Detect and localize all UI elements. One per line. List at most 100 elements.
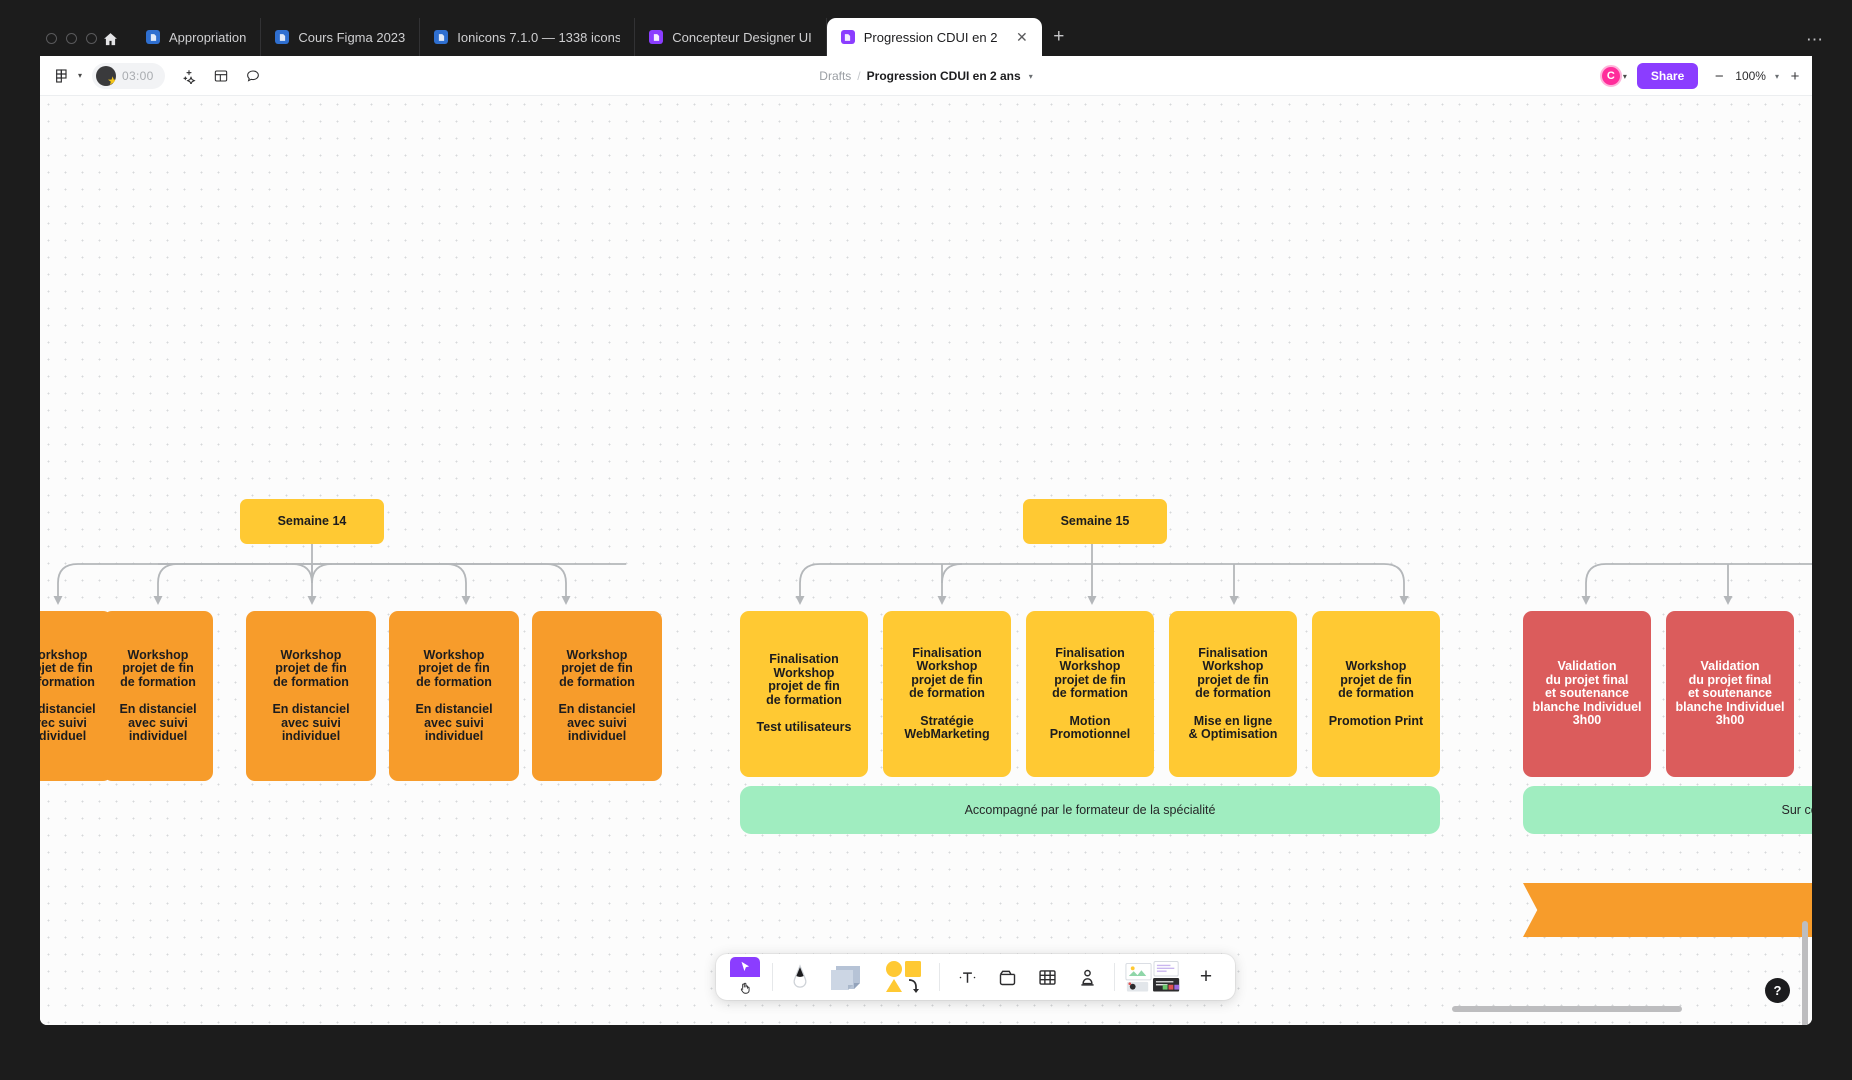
chevron-down-icon[interactable]: ▾ — [1622, 71, 1627, 81]
activity-card[interactable]: Finalisation Workshop projet de fin de f… — [1026, 611, 1154, 777]
more-tools-label: + — [1199, 965, 1213, 988]
chevron-down-icon[interactable]: ▾ — [1774, 71, 1779, 81]
horizontal-scrollbar[interactable] — [1452, 1006, 1682, 1012]
timer-widget[interactable]: ★ 03:00 — [92, 62, 165, 89]
info-banner[interactable]: Accompagné par le formateur de la spécia… — [740, 786, 1440, 834]
collaborators[interactable]: C ▾ — [1599, 65, 1627, 87]
close-icon[interactable]: ✕ — [1016, 29, 1028, 45]
activity-card[interactable]: Workshop projet de fin de formation En d… — [389, 611, 519, 781]
figma-icon — [840, 30, 855, 44]
activity-card[interactable]: Workshop projet de fin de formation En d… — [246, 611, 376, 781]
activity-card[interactable]: Workshop projet de fin de formation En d… — [532, 611, 662, 781]
browser-tab-progression-cdui[interactable]: Progression CDUI en 2 ans ✕ — [826, 18, 1042, 56]
zoom-out-button[interactable]: − — [1714, 67, 1724, 85]
minimize-window-icon[interactable] — [66, 33, 77, 44]
activity-card[interactable]: Finalisation Workshop projet de fin de f… — [740, 611, 868, 777]
maximize-window-icon[interactable] — [86, 33, 97, 44]
cursor-arrow-icon[interactable] — [730, 957, 760, 977]
card-title-line: du projet final — [1688, 672, 1772, 687]
card-title-line: de formation — [1052, 686, 1128, 700]
card-title-line: 3h00 — [1715, 713, 1745, 728]
home-icon[interactable] — [100, 29, 120, 49]
browser-tab-appropriation[interactable]: Appropriation — [132, 18, 262, 56]
activity-card[interactable]: Finalisation Workshop projet de fin de f… — [883, 611, 1011, 777]
week-header-card[interactable]: Semaine 14 — [240, 499, 384, 544]
zoom-level[interactable]: 100% — [1735, 69, 1766, 83]
plus-icon[interactable]: + — [1187, 954, 1225, 1000]
chevron-down-icon[interactable]: ▾ — [1028, 71, 1033, 81]
card-subtitle: En distanciel avec suivi individuel — [397, 702, 511, 744]
card-title-line: et soutenance — [1687, 686, 1773, 701]
browser-tabstrip[interactable]: Appropriation Cours Figma 2023 Ionicons … — [132, 18, 1076, 56]
breadcrumb: Drafts / Progression CDUI en 2 ans ▾ — [40, 56, 1812, 96]
browser-menu-icon[interactable]: ⋯ — [1806, 30, 1824, 49]
page-title[interactable]: Progression CDUI en 2 ans — [866, 69, 1021, 83]
sparkle-icon[interactable] — [175, 62, 203, 90]
activity-card[interactable]: Finalisation Workshop projet de fin de f… — [1169, 611, 1297, 777]
breadcrumb-separator: / — [857, 69, 861, 83]
validation-card[interactable]: Validation du projet final et soutenance… — [1666, 611, 1794, 777]
card-title: Validation du projet final et soutenance… — [1532, 660, 1641, 728]
toolbar-right-group: C ▾ Share − 100% ▾ + — [1599, 56, 1802, 96]
window-controls[interactable] — [46, 33, 97, 44]
card-subtitle-line: En distanciel — [40, 702, 96, 716]
cursor-tool[interactable] — [726, 954, 764, 1000]
avatar[interactable]: C — [1599, 65, 1622, 87]
close-window-icon[interactable] — [46, 33, 57, 44]
figjam-toolbar[interactable]: + — [716, 954, 1235, 1000]
card-title-line: projet de fin — [122, 661, 194, 675]
card-title-line: Workshop — [1202, 659, 1264, 673]
browser-tab-cours-figma[interactable]: Cours Figma 2023 — [261, 18, 421, 56]
week-header-card[interactable]: Semaine 15 — [1023, 499, 1167, 544]
activity-card[interactable]: Workshop projet de fin de formation En d… — [103, 611, 213, 781]
tab-label: Progression CDUI en 2 ans — [863, 29, 998, 45]
hand-icon[interactable] — [730, 978, 760, 997]
layout-grid-icon[interactable] — [207, 62, 235, 90]
card-title: Workshop projet de fin de formation — [1338, 659, 1414, 701]
avatar: ★ — [96, 65, 117, 86]
card-subtitle: En distanciel avec suivi individuel — [40, 702, 104, 744]
pen-tool[interactable] — [781, 954, 819, 1000]
share-button[interactable]: Share — [1636, 63, 1699, 89]
card-subtitle-line: avec suivi individuel — [128, 715, 188, 743]
card-title: Workshop projet de fin de formation — [273, 648, 349, 690]
help-button[interactable]: ? — [1765, 978, 1790, 1003]
card-title-line: de formation — [766, 692, 842, 707]
figjam-canvas[interactable]: Semaine 14 Semaine 15 Workshop projet de… — [40, 96, 1812, 1025]
comment-bubble-icon[interactable] — [239, 62, 267, 90]
card-title-line: Workshop — [566, 647, 628, 662]
shapes-tool[interactable] — [879, 954, 931, 1000]
activity-card[interactable]: Workshop projet de fin de formation En d… — [40, 611, 112, 781]
orange-ribbon[interactable] — [1523, 883, 1812, 937]
card-title-line: Finalisation — [1055, 645, 1125, 660]
stamp-icon[interactable] — [1068, 954, 1106, 1000]
zoom-controls[interactable]: − 100% ▾ + — [1708, 68, 1802, 85]
section-frame-icon[interactable] — [988, 954, 1026, 1000]
zoom-in-button[interactable]: + — [1790, 67, 1800, 85]
validation-card[interactable]: Validation du projet final et soutenance… — [1523, 611, 1651, 777]
figma-icon — [434, 30, 449, 44]
breadcrumb-root[interactable]: Drafts — [819, 69, 852, 83]
widgets-media-icon[interactable] — [1123, 954, 1185, 1000]
figma-menu-icon[interactable] — [48, 62, 76, 90]
info-banner[interactable]: Sur convoca — [1523, 786, 1812, 834]
new-tab-button[interactable]: + — [1053, 26, 1065, 47]
vertical-scrollbar[interactable] — [1802, 921, 1808, 1025]
browser-tab-ionicons[interactable]: Ionicons 7.1.0 — 1338 icons pack (C — [420, 18, 636, 56]
card-title-line: projet de fin — [911, 672, 983, 687]
card-title: Finalisation Workshop projet de fin de f… — [909, 646, 985, 701]
card-subtitle: Mise en ligne & Optimisation — [1189, 714, 1278, 742]
card-subtitle: Motion Promotionnel — [1034, 714, 1146, 742]
card-title-line: du projet final — [1545, 672, 1629, 687]
sticky-note-tool[interactable] — [821, 954, 877, 1000]
card-title: Workshop projet de fin de formation — [416, 648, 492, 690]
card-title-line: de formation — [40, 674, 95, 689]
browser-tab-concepteur-designer-ui[interactable]: Concepteur Designer UI — [635, 18, 827, 56]
figjam-group-content — [942, 954, 1112, 1000]
figma-icon — [275, 30, 290, 44]
card-title-line: projet de fin — [1197, 672, 1269, 687]
text-tool[interactable] — [948, 954, 986, 1000]
chevron-down-icon[interactable]: ▾ — [78, 71, 83, 80]
table-grid-icon[interactable] — [1028, 954, 1066, 1000]
activity-card[interactable]: Workshop projet de fin de formation Prom… — [1312, 611, 1440, 777]
